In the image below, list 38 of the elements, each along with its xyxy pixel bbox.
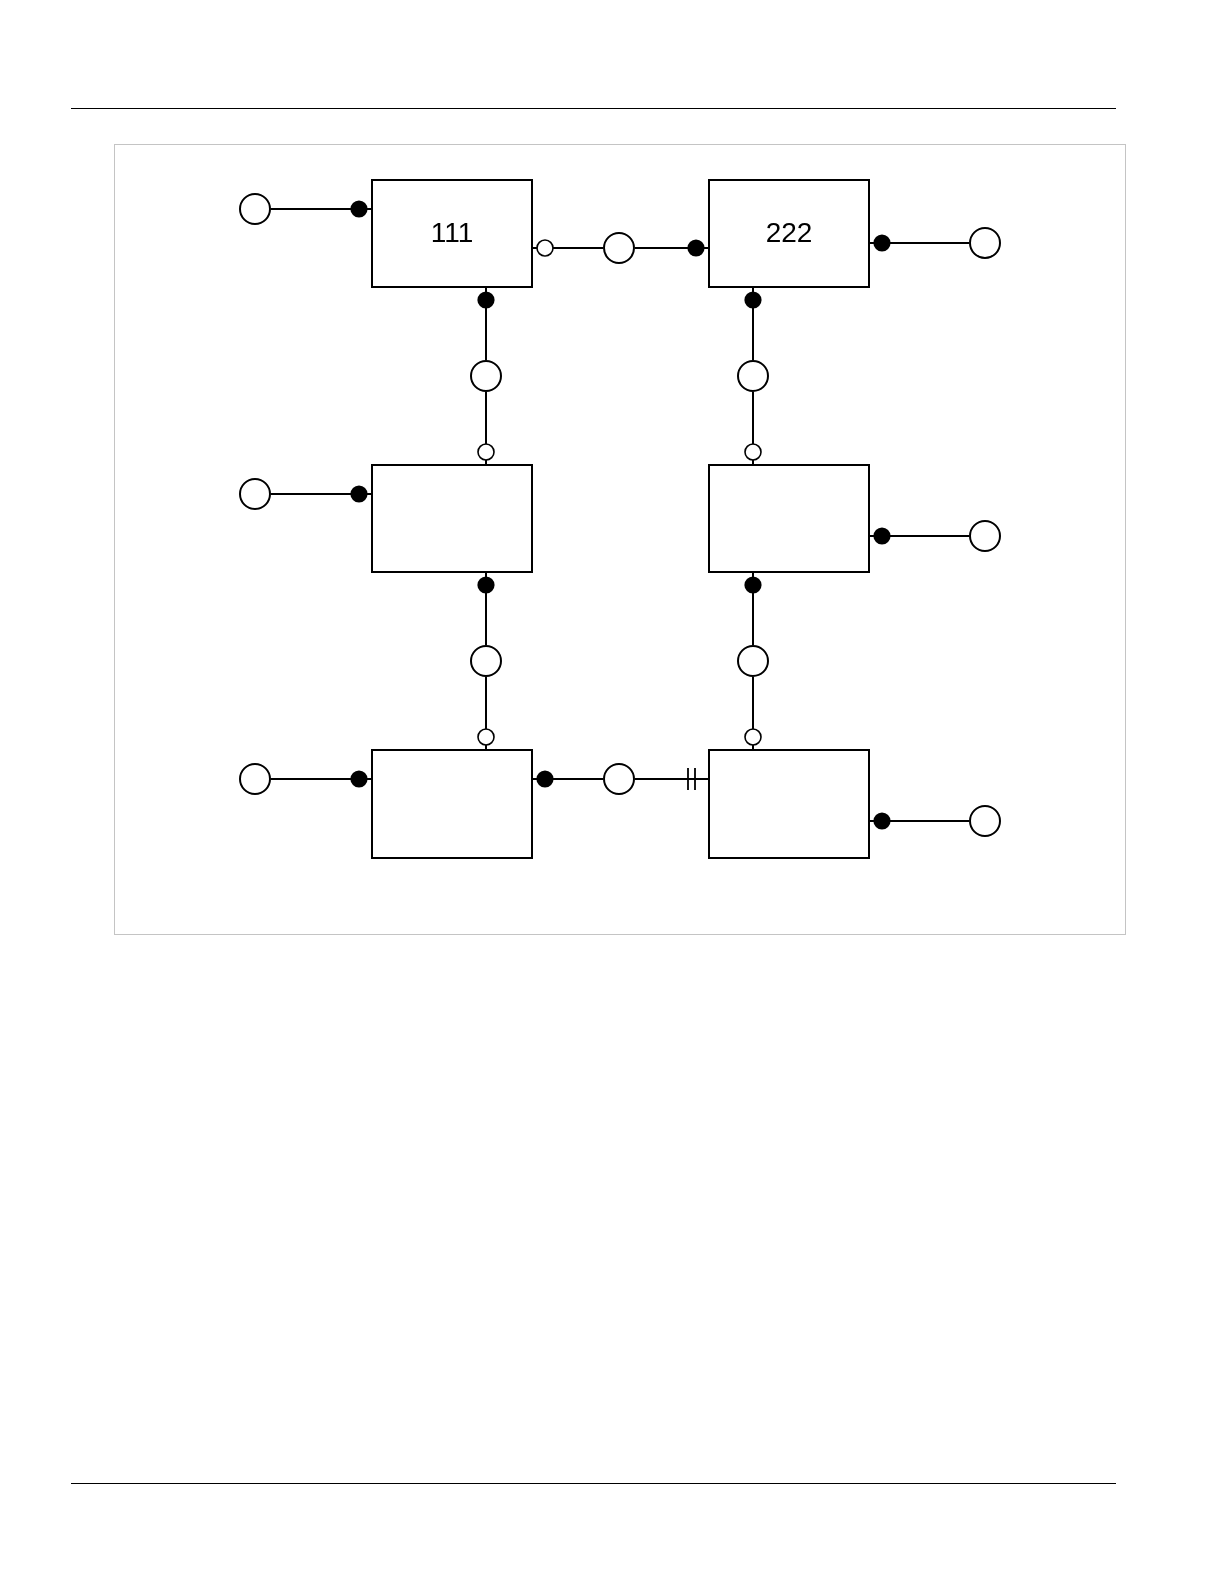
circle-node — [470, 360, 502, 392]
circle-node — [603, 232, 635, 264]
circle-node — [969, 520, 1001, 552]
circle-node — [239, 193, 271, 225]
circle-node — [239, 763, 271, 795]
connector-line — [744, 391, 762, 465]
entity-box — [371, 749, 533, 859]
connector-line — [869, 527, 970, 545]
connector-line — [744, 676, 762, 750]
circle-node — [239, 478, 271, 510]
connector-line — [634, 768, 709, 790]
connector-line — [869, 812, 970, 830]
entity-box — [371, 179, 533, 288]
connector-line — [744, 572, 762, 646]
connector-line — [270, 485, 372, 503]
circle-node — [969, 805, 1001, 837]
entity-box — [708, 464, 870, 573]
connector-line — [869, 234, 970, 252]
connector-line — [477, 572, 495, 646]
connector-line — [744, 287, 762, 361]
circle-node — [737, 360, 769, 392]
connector-line — [270, 200, 372, 218]
connector-line — [532, 239, 604, 257]
box-label: 111 — [430, 218, 474, 249]
entity-box — [371, 464, 533, 573]
circle-node — [470, 645, 502, 677]
box-label: 222 — [765, 218, 813, 249]
connector-line — [477, 287, 495, 361]
connector-line — [634, 239, 709, 257]
entity-box — [708, 749, 870, 859]
circle-node — [603, 763, 635, 795]
connector-line — [532, 770, 604, 788]
connector-line — [477, 391, 495, 465]
circle-node — [969, 227, 1001, 259]
connector-line — [477, 676, 495, 750]
circle-node — [737, 645, 769, 677]
entity-box — [708, 179, 870, 288]
connector-line — [270, 770, 372, 788]
